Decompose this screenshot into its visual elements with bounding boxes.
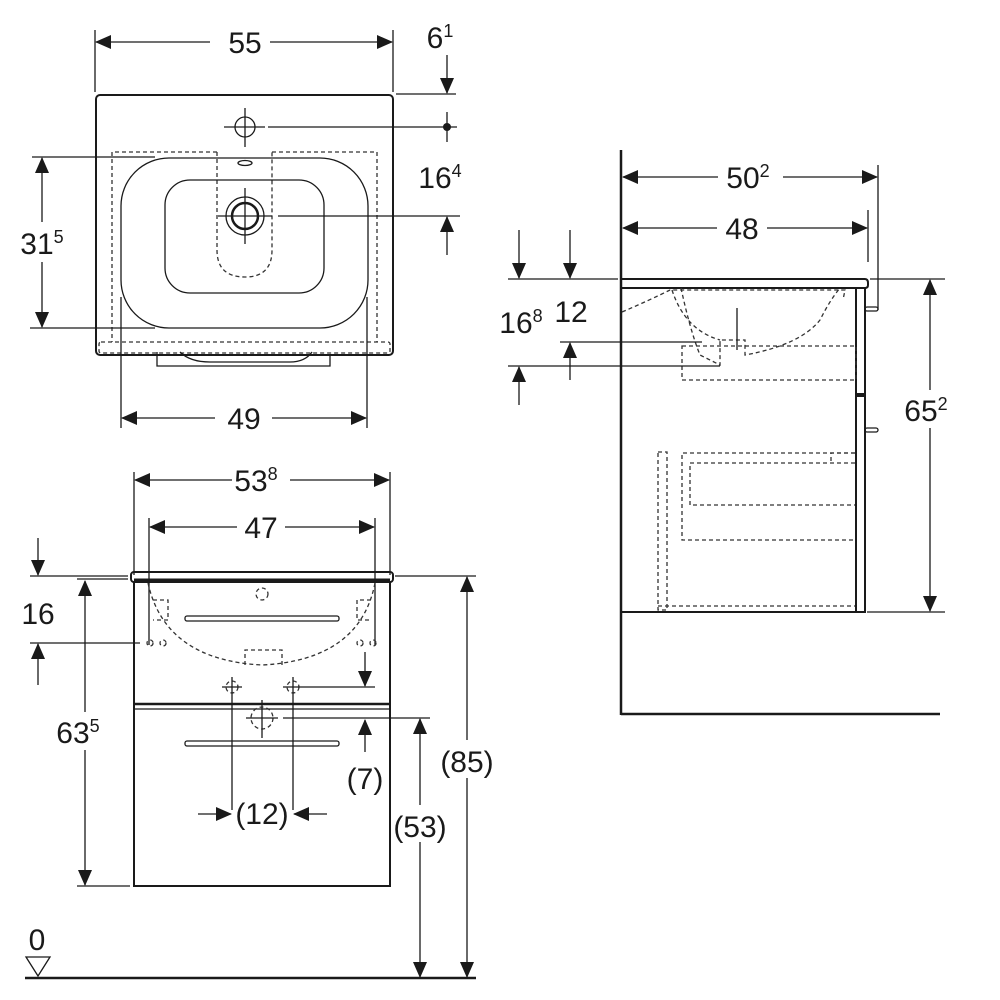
dimension-label: 16 bbox=[418, 162, 451, 195]
front-view: 538 47 bbox=[21, 464, 494, 980]
drawer-front-top bbox=[855, 287, 866, 395]
dimension-bowl-depth-16: 16 bbox=[21, 538, 140, 685]
dimension-label-sup: 5 bbox=[90, 716, 100, 736]
dimension-width-53-8: 538 bbox=[133, 464, 391, 575]
dimension-cabinet-height: 635 bbox=[56, 578, 130, 887]
dimension-depth-31-5: 315 bbox=[20, 156, 155, 329]
dimension-label: 16 bbox=[21, 598, 54, 631]
dimension-label-sup: 2 bbox=[760, 161, 770, 181]
basin-outline bbox=[95, 94, 394, 356]
dimension-label-sup: 4 bbox=[452, 161, 462, 181]
dimension-label: 63 bbox=[56, 717, 89, 750]
dimension-label: 6 bbox=[427, 22, 444, 55]
dimension-drain-height: (53) bbox=[393, 718, 447, 978]
dimension-offset-6-1: 61 bbox=[396, 21, 456, 95]
dimension-label-sup: 1 bbox=[443, 21, 453, 41]
dimension-label: 65 bbox=[904, 395, 937, 428]
svg-text:635: 635 bbox=[56, 716, 99, 750]
dimension-drain-offset: (7) bbox=[347, 652, 384, 796]
dimension-inner-width-49: 49 bbox=[120, 297, 368, 436]
drawer-front-bottom bbox=[855, 395, 866, 613]
dimension-label: (53) bbox=[393, 811, 446, 844]
waste-outlet-icon bbox=[246, 700, 278, 738]
drawer-handle-top bbox=[184, 615, 340, 622]
dimension-tap-to-drain: 164 bbox=[418, 161, 462, 255]
drawer-handle bbox=[156, 352, 331, 367]
dimension-label: (7) bbox=[347, 763, 384, 796]
floor-level-label: 0 bbox=[29, 924, 46, 957]
dimension-label: (12) bbox=[235, 798, 288, 831]
side-view: 502 48 168 bbox=[499, 150, 948, 716]
overflow-icon bbox=[237, 159, 253, 167]
dimension-label-sup: 5 bbox=[54, 227, 64, 247]
dimension-label: 55 bbox=[228, 27, 261, 60]
dimension-label: 49 bbox=[227, 403, 260, 436]
svg-text:168: 168 bbox=[499, 306, 542, 340]
overflow-icon bbox=[255, 587, 269, 601]
dimension-label-sup: 2 bbox=[938, 394, 948, 414]
dimension-pipe-spacing: (12) bbox=[198, 798, 327, 831]
dimension-bowl-width-47: 47 bbox=[148, 512, 376, 645]
drawer-knob bbox=[864, 306, 879, 312]
dimension-label: 48 bbox=[725, 213, 758, 246]
dimension-label-sup: 8 bbox=[533, 306, 543, 326]
dimension-label: (85) bbox=[440, 746, 493, 779]
level-marker-icon bbox=[24, 956, 52, 978]
dimension-label: 16 bbox=[499, 307, 532, 340]
cabinet-front bbox=[133, 581, 391, 887]
svg-text:61: 61 bbox=[427, 21, 454, 55]
supply-point-icon bbox=[222, 677, 242, 810]
svg-text:164: 164 bbox=[418, 161, 461, 195]
svg-text:538: 538 bbox=[234, 464, 277, 498]
dimension-label: 31 bbox=[20, 228, 53, 261]
dimension-cabinet-depth-48: 48 bbox=[622, 210, 869, 262]
dimension-width-55: 55 bbox=[94, 27, 394, 92]
dimension-label: 47 bbox=[244, 512, 277, 545]
dimension-depth-50-2: 502 bbox=[622, 161, 879, 310]
basin-top bbox=[622, 278, 869, 289]
dimension-label: 53 bbox=[234, 465, 267, 498]
cabinet-edge-hidden bbox=[98, 341, 391, 354]
svg-text:652: 652 bbox=[904, 394, 947, 428]
supply-point-icon bbox=[283, 677, 375, 810]
drawer-handle-bottom bbox=[184, 740, 340, 747]
dimension-label: 50 bbox=[726, 162, 759, 195]
svg-text:502: 502 bbox=[726, 161, 769, 195]
top-view: 55 61 bbox=[20, 21, 461, 436]
dimension-label-sup: 8 bbox=[268, 464, 278, 484]
tap-hole-icon bbox=[224, 108, 265, 147]
basin-inner bbox=[164, 179, 325, 294]
dimension-rim-to-drain: 168 bbox=[499, 230, 720, 405]
dimension-label: 12 bbox=[554, 296, 587, 329]
drawer-knob bbox=[864, 427, 879, 433]
dimension-total-height: (85) bbox=[395, 575, 494, 978]
dimension-rim-to-outlet: 12 bbox=[554, 230, 702, 380]
drain-icon bbox=[218, 188, 272, 244]
dimension-height-65-2: 652 bbox=[867, 278, 948, 613]
basin-bowl bbox=[120, 157, 369, 329]
svg-text:315: 315 bbox=[20, 227, 63, 261]
